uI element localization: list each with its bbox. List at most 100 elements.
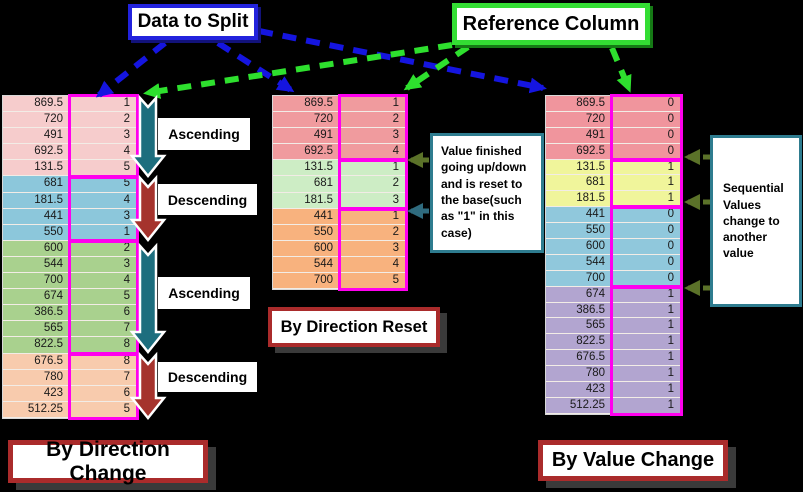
value-cell: 822.5 bbox=[34, 338, 63, 351]
table-row: 441 1 bbox=[273, 208, 406, 225]
ascending-label-2: Ascending bbox=[158, 277, 250, 309]
reference-cell: 1 bbox=[123, 225, 130, 238]
reference-cell: 3 bbox=[123, 129, 130, 142]
reference-cell: 1 bbox=[667, 176, 674, 189]
reference-cell: 2 bbox=[123, 241, 130, 254]
reference-cell: 0 bbox=[667, 208, 674, 221]
table-row: 565 1 bbox=[546, 318, 681, 335]
value-cell: 550 bbox=[585, 224, 605, 237]
reference-column-label: Reference Column bbox=[452, 3, 650, 45]
value-cell: 700 bbox=[585, 271, 605, 284]
reference-cell: 1 bbox=[392, 209, 399, 222]
reference-cell: 1 bbox=[667, 383, 674, 396]
value-cell: 181.5 bbox=[576, 192, 605, 205]
reference-cell: 1 bbox=[667, 319, 674, 332]
value-cell: 700 bbox=[43, 274, 63, 287]
value-cell: 692.5 bbox=[34, 145, 63, 158]
value-cell: 780 bbox=[585, 367, 605, 380]
value-cell: 600 bbox=[313, 241, 333, 254]
reference-cell: 2 bbox=[392, 113, 399, 126]
value-cell: 869.5 bbox=[34, 97, 63, 109]
value-cell: 565 bbox=[43, 322, 63, 335]
descending-label-1: Descending bbox=[158, 184, 257, 215]
value-cell: 131.5 bbox=[576, 160, 605, 173]
value-cell: 869.5 bbox=[576, 97, 605, 109]
value-cell: 676.5 bbox=[576, 351, 605, 364]
reference-cell: 2 bbox=[123, 113, 130, 126]
value-cell: 544 bbox=[313, 257, 333, 270]
value-cell: 550 bbox=[313, 225, 333, 238]
ascending-label-1: Ascending bbox=[158, 118, 250, 150]
reference-cell: 3 bbox=[123, 257, 130, 270]
reference-cell: 3 bbox=[392, 129, 399, 142]
value-cell: 386.5 bbox=[34, 306, 63, 319]
value-cell: 674 bbox=[43, 290, 63, 303]
value-cell: 441 bbox=[43, 209, 63, 222]
descending-label-2: Descending bbox=[158, 362, 257, 392]
reference-cell: 0 bbox=[667, 112, 674, 125]
table-row: 544 3 bbox=[3, 256, 137, 274]
table-row: 720 2 bbox=[3, 112, 137, 129]
reference-cell: 1 bbox=[392, 97, 399, 109]
value-cell: 720 bbox=[43, 113, 63, 126]
reference-cell: 1 bbox=[667, 160, 674, 173]
value-cell: 692.5 bbox=[576, 144, 605, 157]
reference-cell: 7 bbox=[123, 322, 130, 335]
reference-cell: 0 bbox=[667, 255, 674, 268]
value-cell: 491 bbox=[313, 129, 333, 142]
reference-cell: 6 bbox=[123, 306, 130, 319]
reference-cell: 0 bbox=[667, 240, 674, 253]
value-cell: 681 bbox=[43, 177, 63, 190]
reference-cell: 1 bbox=[667, 303, 674, 316]
data-to-split-label: Data to Split bbox=[128, 4, 258, 40]
table-row: 544 4 bbox=[273, 256, 406, 274]
value-cell: 700 bbox=[313, 274, 333, 287]
reference-cell: 2 bbox=[392, 177, 399, 190]
reference-column-arrows bbox=[143, 42, 632, 99]
table-row: 565 7 bbox=[3, 321, 137, 338]
value-cell: 441 bbox=[313, 209, 333, 222]
value-cell: 441 bbox=[585, 208, 605, 221]
reference-cell: 5 bbox=[123, 402, 130, 415]
value-cell: 544 bbox=[43, 257, 63, 270]
reference-cell: 4 bbox=[392, 145, 399, 158]
value-cell: 386.5 bbox=[576, 303, 605, 316]
reference-cell: 1 bbox=[667, 192, 674, 205]
value-cell: 720 bbox=[313, 113, 333, 126]
reference-cell: 8 bbox=[123, 338, 130, 351]
reference-cell: 8 bbox=[123, 354, 130, 367]
value-cell: 565 bbox=[585, 319, 605, 332]
value-cell: 423 bbox=[43, 386, 63, 399]
reference-cell: 4 bbox=[392, 257, 399, 270]
value-cell: 692.5 bbox=[304, 145, 333, 158]
value-change-note: Sequential Values change to another valu… bbox=[710, 135, 802, 307]
